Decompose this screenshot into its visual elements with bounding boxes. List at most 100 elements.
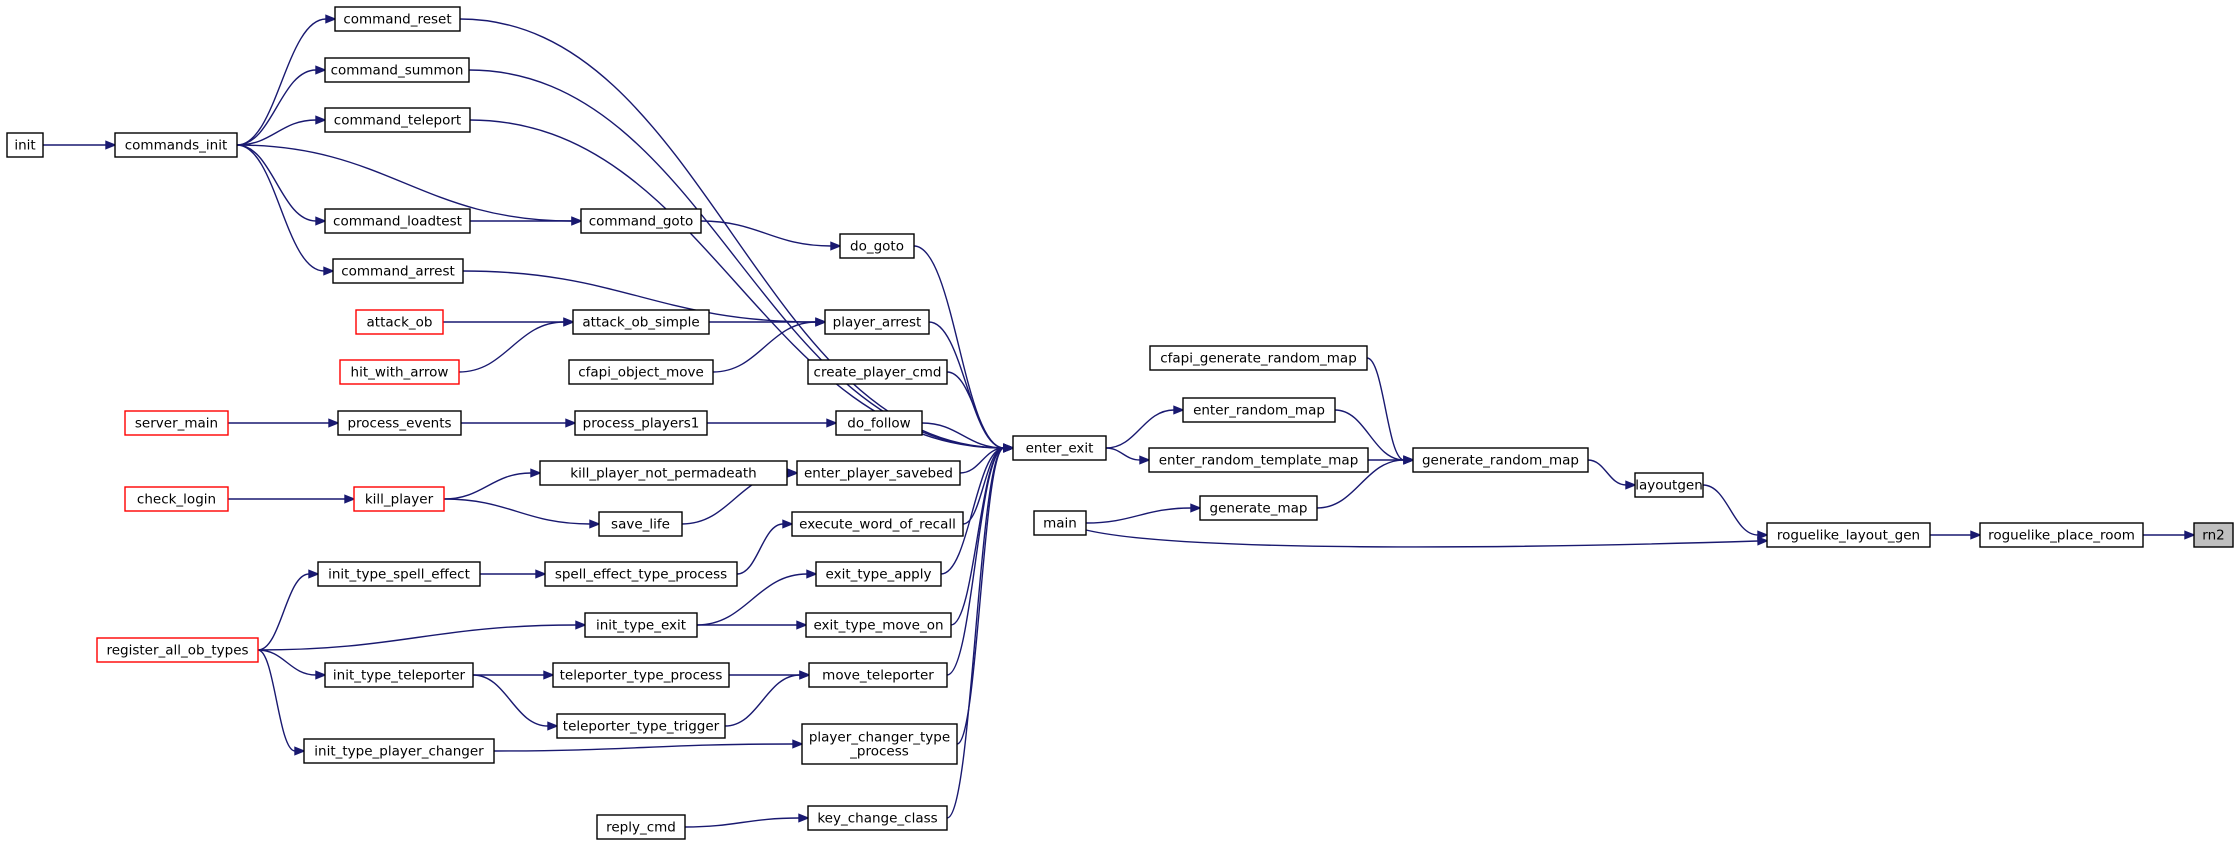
- node-label: register_all_ob_types: [106, 643, 248, 659]
- node-rn2[interactable]: rn2: [2193, 522, 2234, 548]
- node-box: [1012, 435, 1107, 461]
- node-label: attack_ob_simple: [582, 315, 699, 331]
- node-label: execute_word_of_recall: [799, 517, 956, 533]
- node-label: kill_player: [365, 492, 434, 508]
- edge-register-all-ob-types-to-init-type-teleporter: [257, 649, 327, 680]
- node-box: [1412, 447, 1589, 473]
- node-label: command_goto: [589, 214, 694, 230]
- node-command-arrest[interactable]: command_arrest: [332, 258, 464, 284]
- node-check-login[interactable]: check_login: [124, 486, 229, 512]
- node-label: command_reset: [343, 12, 451, 28]
- node-box: [839, 233, 915, 259]
- node-init-type-teleporter[interactable]: init_type_teleporter: [324, 662, 474, 688]
- node-label: layoutgen: [1635, 478, 1703, 494]
- edge-register-all-ob-types-to-init-type-spell-effect: [257, 569, 320, 651]
- node-box: [572, 309, 710, 335]
- node-reply-cmd[interactable]: reply_cmd: [596, 814, 686, 840]
- node-label: process_events: [347, 416, 451, 432]
- node-label: teleporter_type_trigger: [563, 719, 720, 735]
- node-init[interactable]: init: [6, 132, 44, 158]
- node-box: [324, 662, 474, 688]
- node-exit-type-move-on[interactable]: exit_type_move_on: [805, 612, 952, 638]
- node-box: [807, 805, 948, 831]
- node-roguelike-place-room[interactable]: roguelike_place_room: [1979, 522, 2144, 548]
- node-teleporter-type-process[interactable]: teleporter_type_process: [552, 662, 730, 688]
- node-init-type-exit[interactable]: init_type_exit: [584, 612, 698, 638]
- node-command-reset[interactable]: command_reset: [334, 6, 461, 32]
- node-do-follow[interactable]: do_follow: [835, 410, 923, 436]
- node-box: [324, 57, 470, 83]
- node-commands-init[interactable]: commands_init: [114, 132, 238, 158]
- node-key-change-class[interactable]: key_change_class: [807, 805, 948, 831]
- node-command-goto[interactable]: command_goto: [580, 208, 702, 234]
- node-box: [584, 612, 698, 638]
- node-command-summon[interactable]: command_summon: [324, 57, 470, 83]
- edge-roguelike-place-room-to-rn2: [2143, 530, 2196, 540]
- node-box: [339, 359, 460, 385]
- node-init-type-player-changer[interactable]: init_type_player_changer: [303, 738, 495, 764]
- node-hit-with-arrow[interactable]: hit_with_arrow: [339, 359, 460, 385]
- node-box: [539, 460, 788, 486]
- node-command-loadtest[interactable]: command_loadtest: [324, 208, 471, 234]
- node-spell-effect-type-process[interactable]: spell_effect_type_process: [544, 561, 738, 587]
- node-process-players1[interactable]: process_players1: [574, 410, 708, 436]
- node-attack-ob-simple[interactable]: attack_ob_simple: [572, 309, 710, 335]
- node-label: hit_with_arrow: [351, 365, 449, 381]
- node-enter-player-savebed[interactable]: enter_player_savebed: [796, 460, 961, 486]
- node-box: [801, 723, 958, 765]
- node-generate-map[interactable]: generate_map: [1199, 495, 1318, 521]
- node-cfapi-object-move[interactable]: cfapi_object_move: [568, 359, 714, 385]
- node-label: init_type_exit: [596, 618, 686, 634]
- node-label: main: [1043, 516, 1077, 532]
- node-box: [324, 208, 471, 234]
- node-label: do_goto: [850, 239, 904, 255]
- node-label: cfapi_generate_random_map: [1160, 351, 1357, 367]
- node-box: [1766, 522, 1931, 548]
- node-process-events[interactable]: process_events: [337, 410, 462, 436]
- node-move-teleporter[interactable]: move_teleporter: [808, 662, 948, 688]
- node-kill-player-not-permadeath[interactable]: kill_player_not_permadeath: [539, 460, 788, 486]
- node-enter-exit[interactable]: enter_exit: [1012, 435, 1107, 461]
- edge-cfapi-generate-random-map-to-generate-random-map: [1366, 357, 1415, 465]
- node-layoutgen[interactable]: layoutgen: [1634, 472, 1704, 498]
- node-roguelike-layout-gen[interactable]: roguelike_layout_gen: [1766, 522, 1931, 548]
- node-label: command_arrest: [341, 264, 455, 280]
- node-create-player-cmd[interactable]: create_player_cmd: [807, 359, 948, 385]
- node-exit-type-apply[interactable]: exit_type_apply: [815, 561, 942, 587]
- node-register-all-ob-types[interactable]: register_all_ob_types: [96, 637, 259, 663]
- edge-init-type-exit-to-exit-type-apply: [696, 569, 818, 626]
- node-player-arrest[interactable]: player_arrest: [824, 309, 930, 335]
- node-enter-random-map[interactable]: enter_random_map: [1182, 397, 1336, 423]
- node-box: [1148, 447, 1369, 473]
- node-main[interactable]: main: [1033, 510, 1087, 536]
- node-attack-ob[interactable]: attack_ob: [355, 309, 444, 335]
- node-cfapi-generate-random-map[interactable]: cfapi_generate_random_map: [1149, 345, 1368, 371]
- edge-commands-init-to-command-teleport: [236, 115, 327, 146]
- node-server-main[interactable]: server_main: [124, 410, 229, 436]
- node-save-life[interactable]: save_life: [598, 511, 683, 537]
- node-kill-player[interactable]: kill_player: [353, 486, 445, 512]
- node-init-type-spell-effect[interactable]: init_type_spell_effect: [317, 561, 481, 587]
- node-enter-random-template-map[interactable]: enter_random_template_map: [1148, 447, 1369, 473]
- node-box: [96, 637, 259, 663]
- edge-kill-player-to-save-life: [443, 498, 601, 529]
- node-box: [124, 486, 229, 512]
- node-command-teleport[interactable]: command_teleport: [324, 107, 471, 133]
- node-box: [596, 814, 686, 840]
- node-player-changer-type-process[interactable]: player_changer_type_process: [801, 723, 958, 765]
- node-label: init_type_spell_effect: [328, 567, 470, 583]
- node-box: [835, 410, 923, 436]
- node-generate-random-map[interactable]: generate_random_map: [1412, 447, 1589, 473]
- node-box: [303, 738, 495, 764]
- node-label: player_arrest: [833, 315, 922, 331]
- node-box: [332, 258, 464, 284]
- node-box: [1182, 397, 1336, 423]
- node-label: enter_player_savebed: [804, 466, 953, 482]
- edge-commands-init-to-command-summon: [236, 65, 327, 146]
- node-execute-word-of-recall[interactable]: execute_word_of_recall: [791, 511, 964, 537]
- edge-cfapi-object-move-to-player-arrest: [712, 317, 827, 373]
- edge-kill-player-to-kill-player-not-permadeath: [443, 468, 542, 500]
- node-teleporter-type-trigger[interactable]: teleporter_type_trigger: [556, 713, 726, 739]
- node-do-goto[interactable]: do_goto: [839, 233, 915, 259]
- node-box: [353, 486, 445, 512]
